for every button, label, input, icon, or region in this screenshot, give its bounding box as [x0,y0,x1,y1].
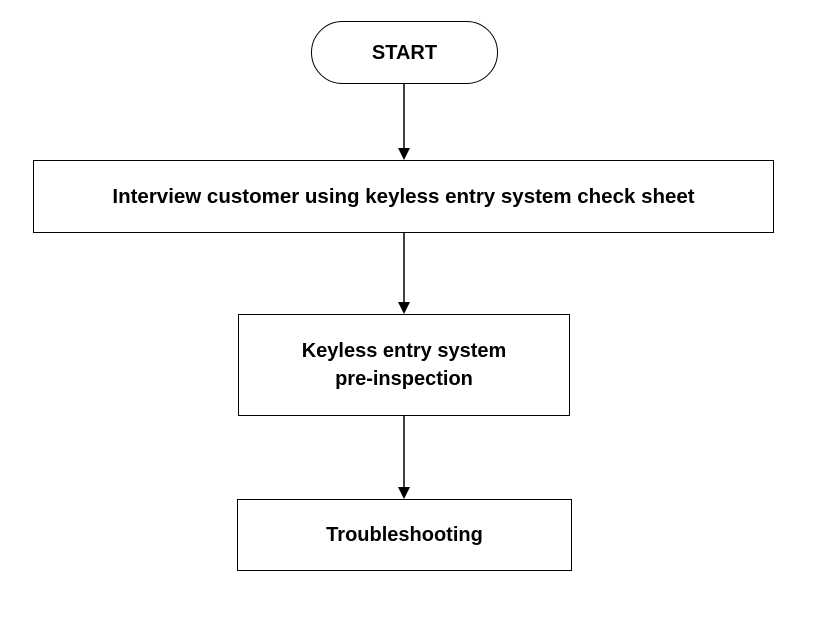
troubleshooting-step-box: Troubleshooting [237,499,572,571]
preinspection-step-label-line2: pre-inspection [335,368,473,390]
arrowhead-3 [398,487,410,499]
troubleshooting-step-label: Troubleshooting [326,524,483,546]
interview-step-box: Interview customer using keyless entry s… [33,160,774,233]
preinspection-step-box: Keyless entry system pre-inspection [238,314,570,416]
arrowhead-1 [398,148,410,160]
start-terminal: START [311,21,498,84]
arrowhead-2 [398,302,410,314]
interview-step-label: Interview customer using keyless entry s… [112,184,695,208]
start-label: START [371,41,438,64]
preinspection-step-label-line1: Keyless entry system [301,340,507,362]
